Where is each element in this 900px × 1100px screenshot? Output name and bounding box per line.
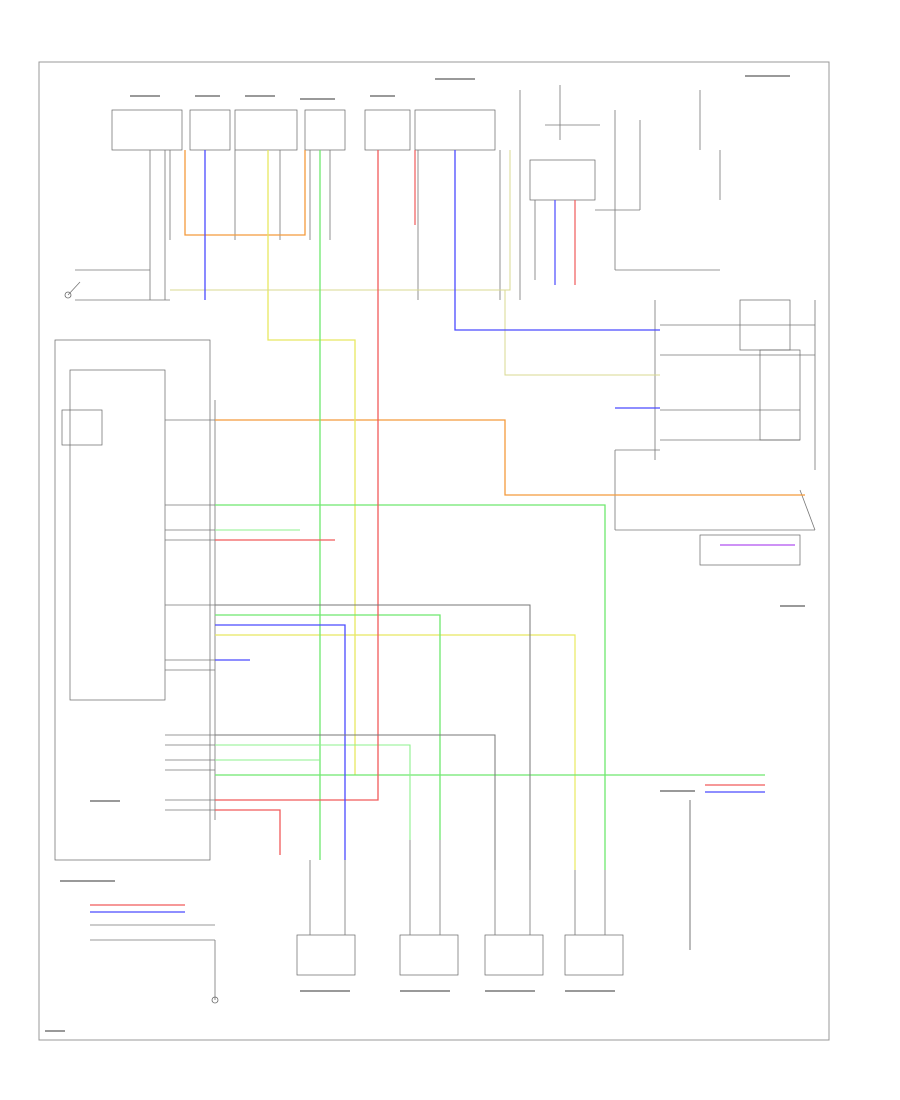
bottom-left-switch (90, 924, 219, 1004)
right-module (614, 300, 816, 566)
label-marks (45, 75, 805, 1032)
left-door-switch (64, 269, 170, 301)
wire-red-3 (215, 809, 281, 855)
wire-yellow-3 (170, 150, 511, 291)
control-module (54, 339, 216, 861)
diagram-frame (38, 61, 830, 1041)
bottom-actuators (296, 840, 624, 976)
wire-orange (184, 150, 306, 236)
top-right-relays (519, 85, 791, 351)
wire-blue-2 (454, 150, 660, 331)
wire-yellow (267, 150, 356, 775)
wire-gray-1 (215, 604, 531, 870)
top-left-fuse-connectors (111, 109, 501, 300)
wire-gray-2 (215, 734, 496, 870)
wire-yellow-4 (504, 290, 660, 376)
wire-green-5 (215, 744, 411, 840)
wire-green-3 (215, 614, 441, 840)
wire-blue-3 (215, 624, 346, 860)
wire-yellow-2 (215, 634, 576, 870)
wire-orange-2 (215, 419, 805, 496)
wire-red (215, 150, 379, 801)
wire-green-2 (215, 504, 606, 870)
